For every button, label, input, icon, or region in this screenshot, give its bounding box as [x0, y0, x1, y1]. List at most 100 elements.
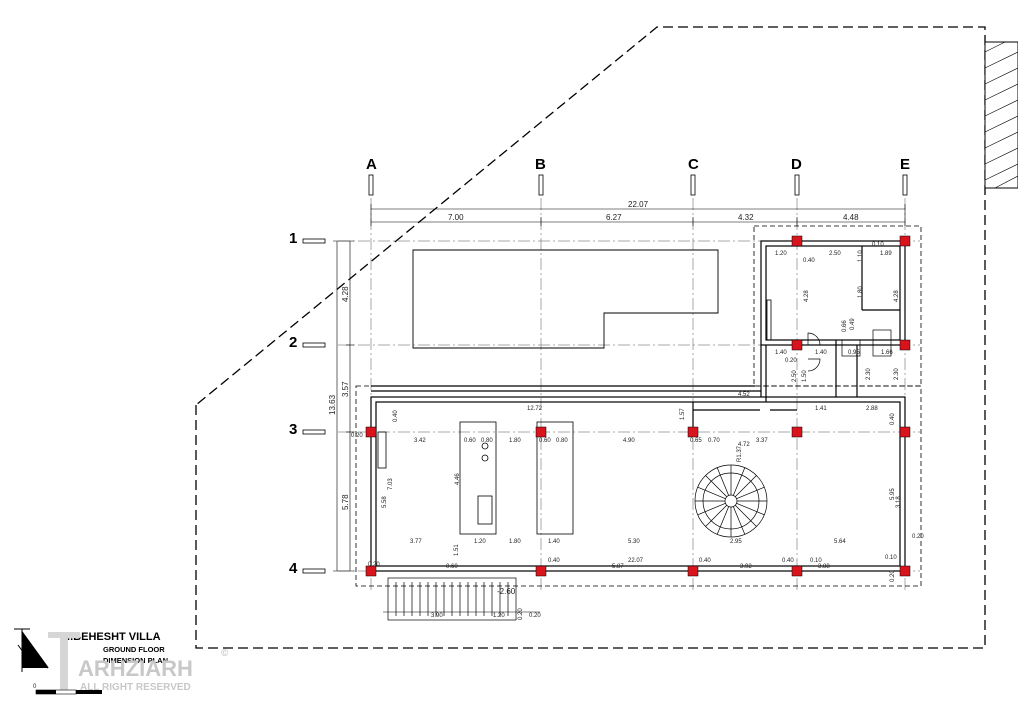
svg-text:0.10: 0.10 — [810, 558, 822, 564]
stair-tread — [705, 475, 728, 498]
column-4 — [899, 339, 911, 351]
dim-left-23: 3.57 — [341, 381, 350, 397]
column-7 — [687, 426, 699, 438]
neighbor-hatch — [984, 41, 1018, 189]
svg-text:4.52: 4.52 — [738, 392, 750, 398]
grid-column-labels: A B C D E — [366, 156, 910, 196]
watermark-copyright: © — [221, 648, 229, 659]
svg-text:4.28: 4.28 — [804, 290, 810, 302]
axis-grid-lines — [338, 198, 920, 592]
svg-text:0.66: 0.66 — [842, 320, 848, 332]
svg-text:0.20: 0.20 — [890, 570, 896, 582]
dim-left-total: 13.63 — [328, 394, 337, 415]
svg-text:0.40: 0.40 — [782, 558, 794, 564]
svg-text:3.42: 3.42 — [414, 438, 426, 444]
svg-text:4.72: 4.72 — [738, 442, 750, 448]
svg-text:0.20: 0.20 — [785, 358, 797, 364]
svg-text:0.40: 0.40 — [699, 558, 711, 564]
svg-text:0.60: 0.60 — [464, 438, 476, 444]
dim-overall-width: 22.07 — [628, 200, 649, 209]
svg-text:0.49: 0.49 — [850, 318, 856, 330]
kitchen-counters — [377, 299, 772, 535]
stair-tread — [732, 506, 746, 535]
scale-zero: 0 — [33, 684, 37, 690]
grid-label-1: 1 — [289, 230, 297, 247]
column-8 — [791, 426, 803, 438]
svg-text:5.64: 5.64 — [834, 539, 846, 545]
grid-label-e: E — [900, 156, 910, 173]
svg-text:0.80: 0.80 — [556, 438, 568, 444]
column-9 — [899, 426, 911, 438]
grid-label-3: 3 — [289, 421, 297, 438]
grid-label-c: C — [688, 156, 699, 173]
column-11 — [535, 565, 547, 577]
column-13 — [791, 565, 803, 577]
svg-text:1.50: 1.50 — [802, 370, 808, 382]
column-14 — [899, 565, 911, 577]
grid-label-a: A — [366, 156, 377, 173]
svg-text:1.40: 1.40 — [548, 539, 560, 545]
dim-left-34: 5.78 — [341, 494, 350, 510]
svg-text:2.88: 2.88 — [866, 406, 878, 412]
svg-text:0.95: 0.95 — [848, 350, 860, 356]
column-3 — [791, 339, 803, 351]
svg-text:22.07: 22.07 — [628, 558, 644, 564]
svg-text:4.28: 4.28 — [894, 290, 900, 302]
svg-text:1.40: 1.40 — [775, 350, 787, 356]
grid-label-b: B — [535, 156, 546, 173]
stair-tread — [716, 506, 730, 535]
drawing-type: DIMENSION PLAN — [103, 656, 168, 665]
svg-text:0.60: 0.60 — [446, 564, 458, 570]
svg-text:3.37: 3.37 — [756, 438, 768, 444]
svg-text:0.20: 0.20 — [529, 613, 541, 619]
grid-label-4: 4 — [289, 560, 298, 577]
svg-text:-2.60: -2.60 — [497, 587, 516, 596]
svg-text:7.03: 7.03 — [388, 478, 394, 490]
svg-text:1.10: 1.10 — [858, 250, 864, 262]
building-outline — [355, 385, 922, 587]
column-12 — [687, 565, 699, 577]
svg-text:2.30: 2.30 — [866, 368, 872, 380]
dim-bay-cd: 4.32 — [738, 213, 754, 222]
stair-tread — [734, 504, 757, 527]
dim-bay-ab: 7.00 — [448, 213, 464, 222]
stair-tread — [732, 467, 746, 496]
svg-text:1.41: 1.41 — [815, 406, 827, 412]
svg-text:3.88: 3.88 — [818, 564, 830, 570]
svg-text:1.51: 1.51 — [454, 544, 460, 556]
svg-text:0.80: 0.80 — [481, 438, 493, 444]
structural-columns — [365, 235, 911, 577]
grid-row-labels: 1 2 3 4 — [289, 230, 326, 577]
pool-outline — [412, 249, 719, 349]
svg-text:0.20: 0.20 — [368, 562, 380, 568]
column-1 — [791, 235, 803, 247]
svg-text:1.57: 1.57 — [680, 408, 686, 420]
doors — [807, 329, 892, 372]
svg-text:5.87: 5.87 — [612, 564, 624, 570]
svg-text:2.50: 2.50 — [792, 370, 798, 382]
stair-tread — [697, 486, 726, 500]
grid-label-2: 2 — [289, 334, 297, 351]
entry-steps — [387, 577, 517, 621]
svg-text:1.66: 1.66 — [881, 350, 893, 356]
svg-text:3.90: 3.90 — [431, 613, 443, 619]
dim-left-12: 4.28 — [341, 286, 350, 302]
svg-text:5.95: 5.95 — [890, 488, 896, 500]
svg-text:1.89: 1.89 — [880, 251, 892, 257]
project-title: ...BEHESHT VILLA — [64, 631, 161, 643]
scale-bar: 0 — [33, 684, 102, 695]
watermark-brand: ARHZIARH — [78, 656, 193, 681]
spiral-stair — [694, 464, 768, 538]
svg-text:0.70: 0.70 — [708, 438, 720, 444]
svg-text:3.77: 3.77 — [410, 539, 422, 545]
svg-text:2.50: 2.50 — [829, 251, 841, 257]
svg-text:0.10: 0.10 — [885, 555, 897, 561]
stair-tread — [716, 467, 730, 496]
svg-text:5.58: 5.58 — [382, 496, 388, 508]
column-5 — [365, 426, 377, 438]
svg-text:0.65: 0.65 — [690, 438, 702, 444]
svg-text:0.10: 0.10 — [872, 242, 884, 248]
interior-dimension-labels: 1.20 2.50 0.10 1.89 0.40 1.10 4.28 1.80 … — [351, 242, 924, 620]
svg-text:0.40: 0.40 — [803, 258, 815, 264]
